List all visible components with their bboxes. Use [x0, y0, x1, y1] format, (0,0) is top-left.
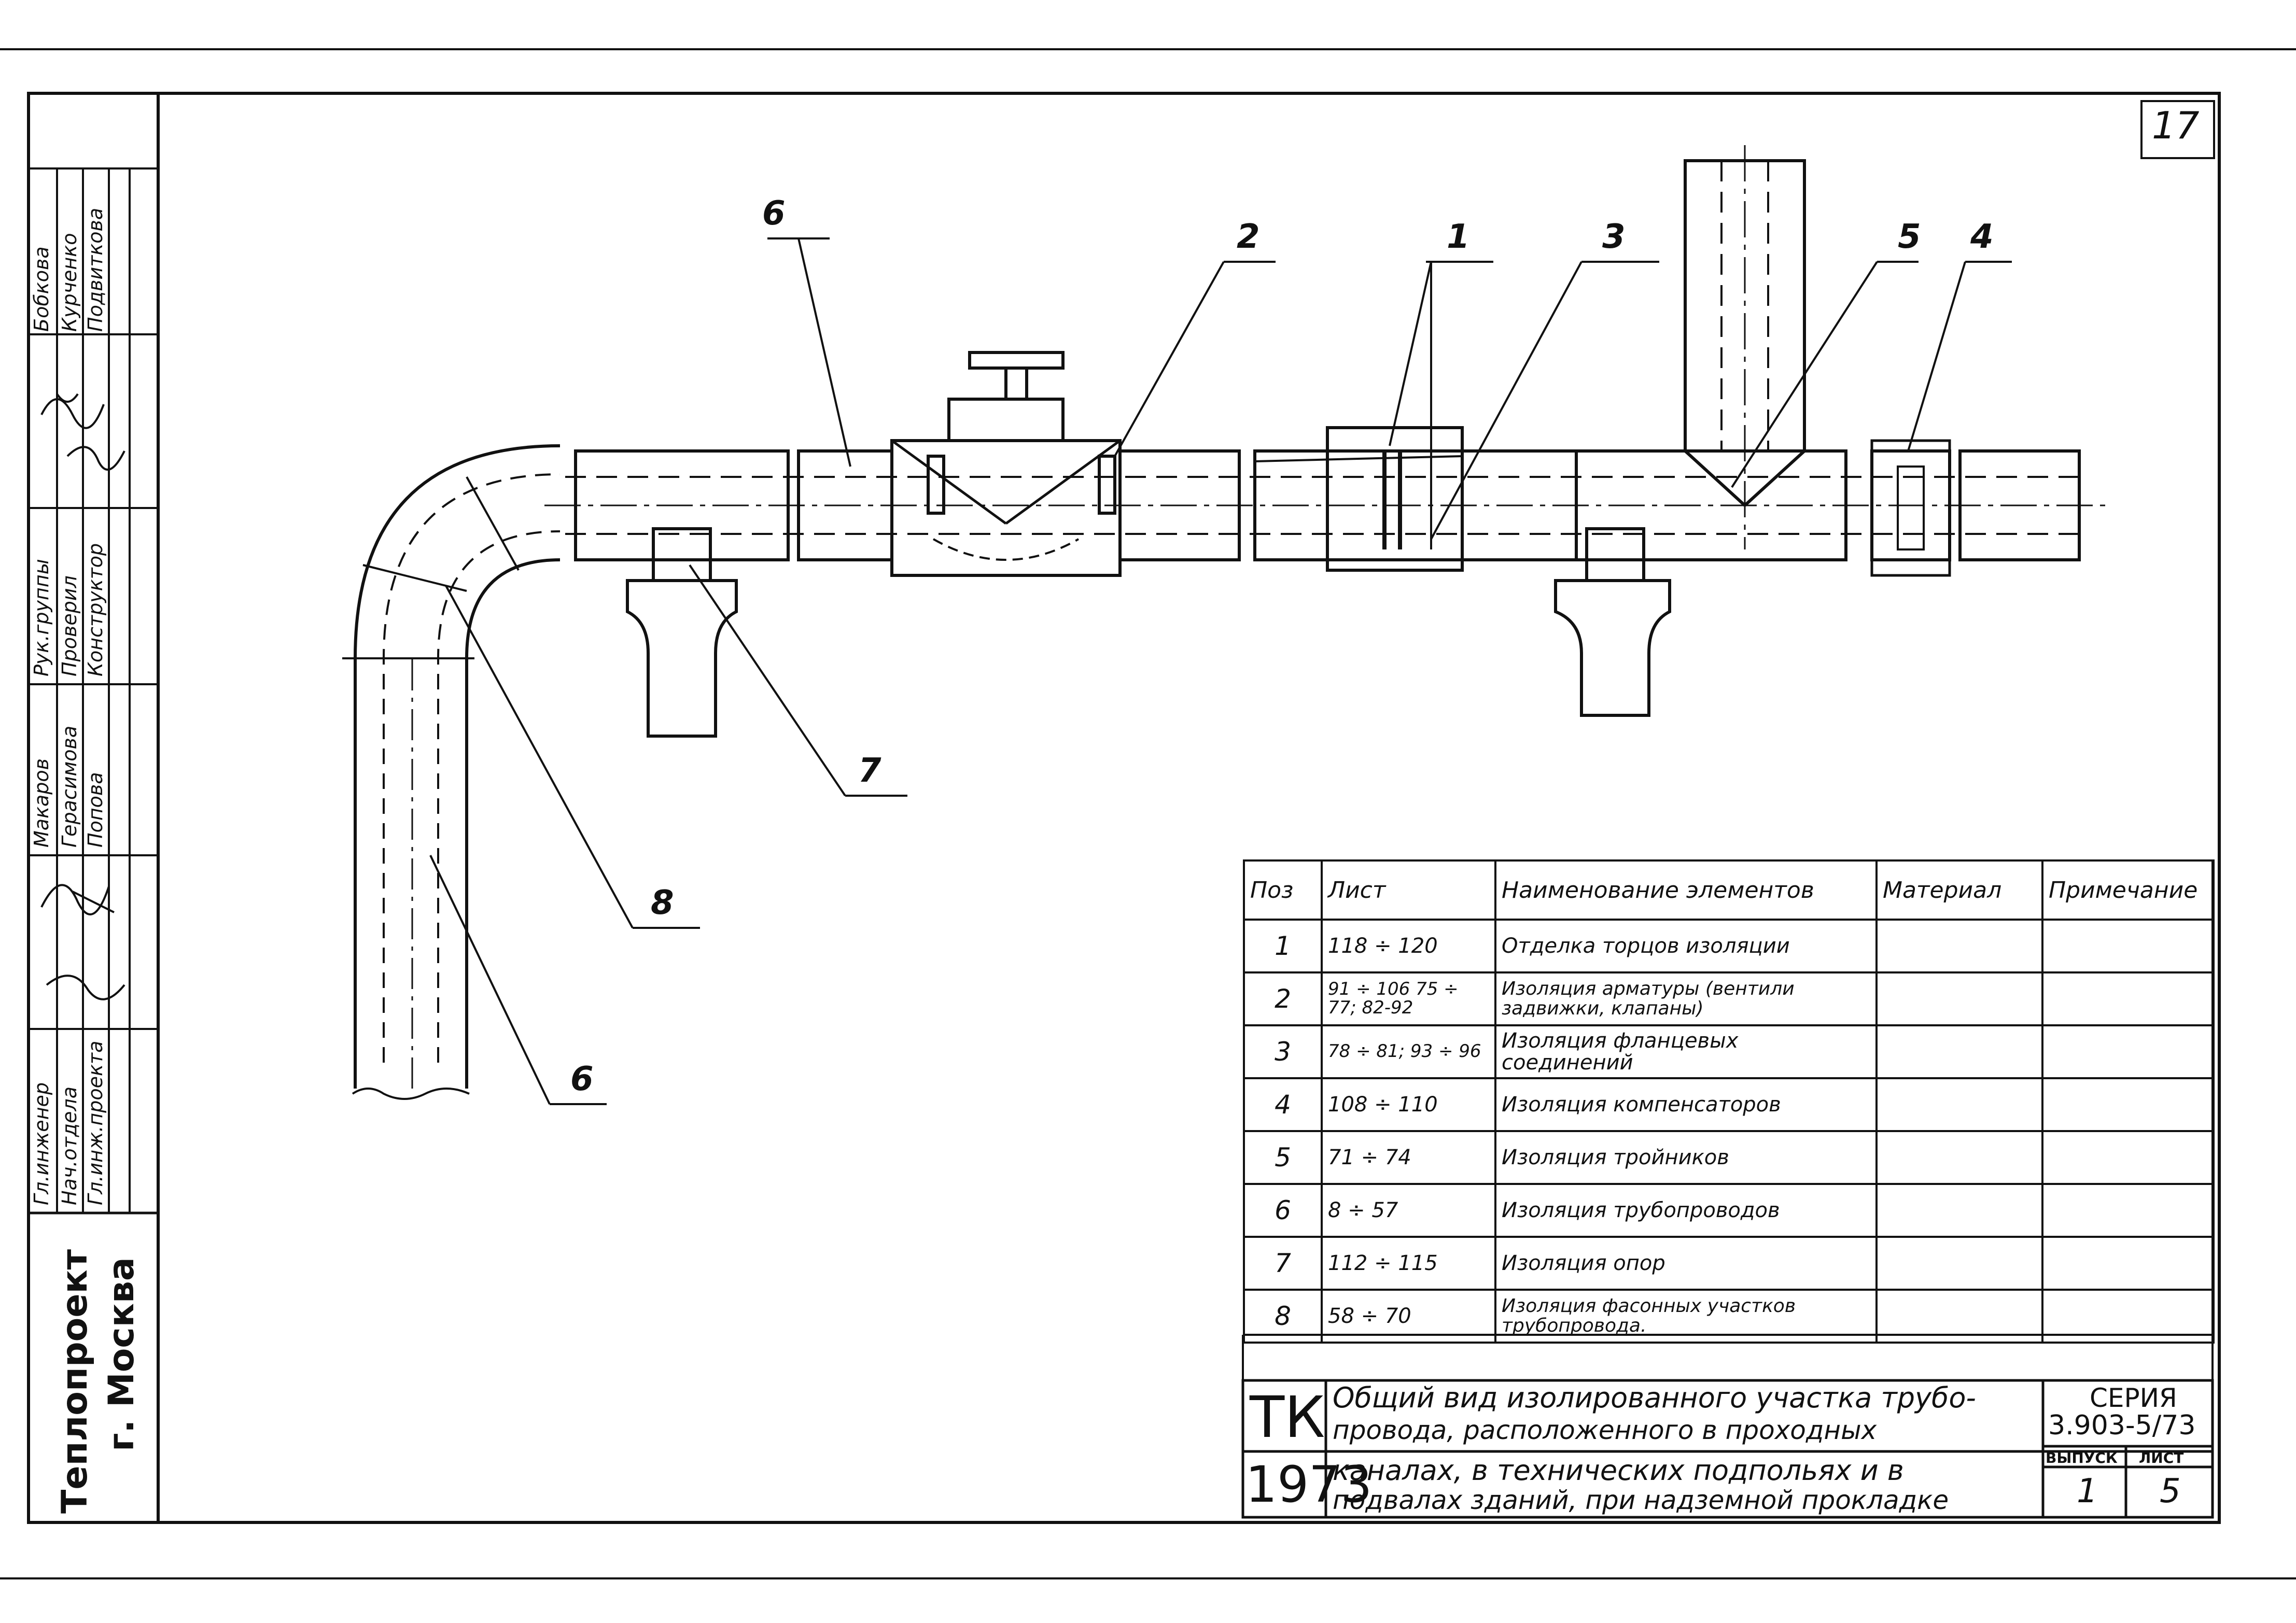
row-note — [2041, 1077, 2215, 1132]
row-material — [1875, 1236, 2043, 1291]
row-name: Изоляция опор — [1494, 1236, 1878, 1291]
title-line-2: провода, расположенного в проходных — [1333, 1415, 1877, 1445]
row-note — [2041, 1130, 2215, 1185]
page-number: 17 — [2152, 104, 2200, 147]
signatures — [40, 393, 125, 1000]
table-row: 5 71 ÷ 74 Изоляция тройников — [1243, 1130, 2215, 1185]
callout-8: 8 — [651, 884, 674, 922]
row-pos: 5 — [1243, 1130, 1323, 1185]
issue-value: 1 — [2077, 1472, 2098, 1511]
col-header-sheet: Лист — [1321, 859, 1496, 921]
title-line-3: каналах, в технических подпольях и в — [1333, 1454, 1904, 1487]
col-header-material: Материал — [1875, 859, 2043, 921]
row-sheet: 108 ÷ 110 — [1321, 1077, 1496, 1132]
row-note — [2041, 1024, 2215, 1079]
row-pos: 6 — [1243, 1183, 1323, 1238]
row-name: Изоляция фланцевых соединений — [1494, 1024, 1878, 1079]
leader-lines — [429, 237, 2012, 1105]
stamp-city: г. Москва — [101, 1257, 142, 1451]
stamp-role: Конструктор — [84, 543, 107, 676]
row-sheet: 118 ÷ 120 — [1321, 919, 1496, 973]
row-sheet: 78 ÷ 81; 93 ÷ 96 — [1321, 1024, 1496, 1079]
row-pos: 8 — [1243, 1289, 1323, 1344]
stamp-name: Макаров — [30, 758, 53, 848]
callout-3: 3 — [1602, 218, 1626, 256]
stamp-role: Проверил — [58, 575, 81, 676]
row-sheet: 58 ÷ 70 — [1321, 1289, 1496, 1344]
stamp-org: Теплопроект — [54, 1249, 95, 1514]
table-row: 4 108 ÷ 110 Изоляция компенсаторов — [1243, 1077, 2215, 1132]
row-note — [2041, 919, 2215, 973]
callout-4: 4 — [1970, 218, 1994, 256]
col-header-pos: Поз — [1243, 859, 1323, 921]
stamp-name: Курченко — [58, 233, 81, 332]
row-material — [1875, 1077, 2043, 1132]
row-pos: 3 — [1243, 1024, 1323, 1079]
row-pos: 4 — [1243, 1077, 1323, 1132]
sheet-value: 5 — [2160, 1472, 2181, 1511]
stamp-name: Попова — [84, 772, 107, 848]
spec-table-header: Поз Лист Наименование элементов Материал… — [1243, 859, 2215, 921]
table-row: 3 78 ÷ 81; 93 ÷ 96 Изоляция фланцевых со… — [1243, 1024, 2215, 1079]
row-pos: 7 — [1243, 1236, 1323, 1291]
row-material — [1875, 1183, 2043, 1238]
row-material — [1875, 1289, 2043, 1344]
row-note — [2041, 1183, 2215, 1238]
sheet-label: ЛИСТ — [2139, 1449, 2184, 1466]
row-material — [1875, 1024, 2043, 1079]
row-sheet: 71 ÷ 74 — [1321, 1130, 1496, 1185]
series-value: 3.903-5/73 — [2048, 1410, 2196, 1441]
title-line-1: Общий вид изолированного участка трубо- — [1333, 1381, 1976, 1414]
stamp-name: Бобкова — [30, 246, 53, 332]
row-name: Изоляция трубопроводов — [1494, 1183, 1878, 1238]
table-row: 6 8 ÷ 57 Изоляция трубопроводов — [1243, 1183, 2215, 1238]
title-year: 1973 — [1245, 1456, 1373, 1514]
row-name: Отделка торцов изоляции — [1494, 919, 1878, 973]
row-material — [1875, 919, 2043, 973]
row-pos: 2 — [1243, 971, 1323, 1026]
series-label: СЕРИЯ — [2090, 1383, 2177, 1413]
title-code: ТК — [1250, 1384, 1325, 1450]
sheet-frame — [0, 48, 2296, 1579]
stamp-role: Нач.отдела — [58, 1086, 81, 1205]
issue-label: ВЫПУСК — [2046, 1449, 2118, 1466]
row-material — [1875, 1130, 2043, 1185]
table-row: 1 118 ÷ 120 Отделка торцов изоляции — [1243, 919, 2215, 973]
row-pos: 1 — [1243, 919, 1323, 973]
side-stamp-grid — [29, 167, 158, 1213]
row-note — [2041, 971, 2215, 1026]
table-row: 7 112 ÷ 115 Изоляция опор — [1243, 1236, 2215, 1291]
callout-1: 1 — [1447, 218, 1470, 256]
pipeline-drawing — [342, 145, 2110, 1100]
spec-table: Поз Лист Наименование элементов Материал… — [1243, 859, 2215, 1344]
callout-6-top: 6 — [762, 194, 786, 233]
stamp-role: Рук.группы — [30, 559, 53, 676]
row-material — [1875, 971, 2043, 1026]
row-name: Изоляция компенсаторов — [1494, 1077, 1878, 1132]
row-note — [2041, 1236, 2215, 1291]
row-sheet: 91 ÷ 106 75 ÷ 77; 82-92 — [1321, 971, 1496, 1026]
row-note — [2041, 1289, 2215, 1344]
table-row: 8 58 ÷ 70 Изоляция фасонных участков тру… — [1243, 1289, 2215, 1344]
row-sheet: 112 ÷ 115 — [1321, 1236, 1496, 1291]
callout-2: 2 — [1237, 218, 1260, 256]
stamp-name: Герасимова — [58, 725, 81, 848]
row-name: Изоляция арматуры (вентили задвижки, кла… — [1494, 971, 1878, 1026]
stamp-role: Гл.инженер — [30, 1082, 53, 1205]
callout-6-bottom: 6 — [570, 1060, 594, 1098]
row-name: Изоляция тройников — [1494, 1130, 1878, 1185]
row-sheet: 8 ÷ 57 — [1321, 1183, 1496, 1238]
callout-7: 7 — [858, 752, 881, 790]
title-line-4: подвалах зданий, при надземной прокладке — [1333, 1485, 1949, 1515]
callout-5: 5 — [1898, 218, 1921, 256]
table-row: 2 91 ÷ 106 75 ÷ 77; 82-92 Изоляция армат… — [1243, 971, 2215, 1026]
col-header-name: Наименование элементов — [1494, 859, 1878, 921]
stamp-name: Подвиткова — [84, 207, 107, 332]
stamp-role: Гл.инж.проекта — [84, 1040, 107, 1205]
row-name: Изоляция фасонных участков трубопровода. — [1494, 1289, 1878, 1344]
col-header-note: Примечание — [2041, 859, 2215, 921]
